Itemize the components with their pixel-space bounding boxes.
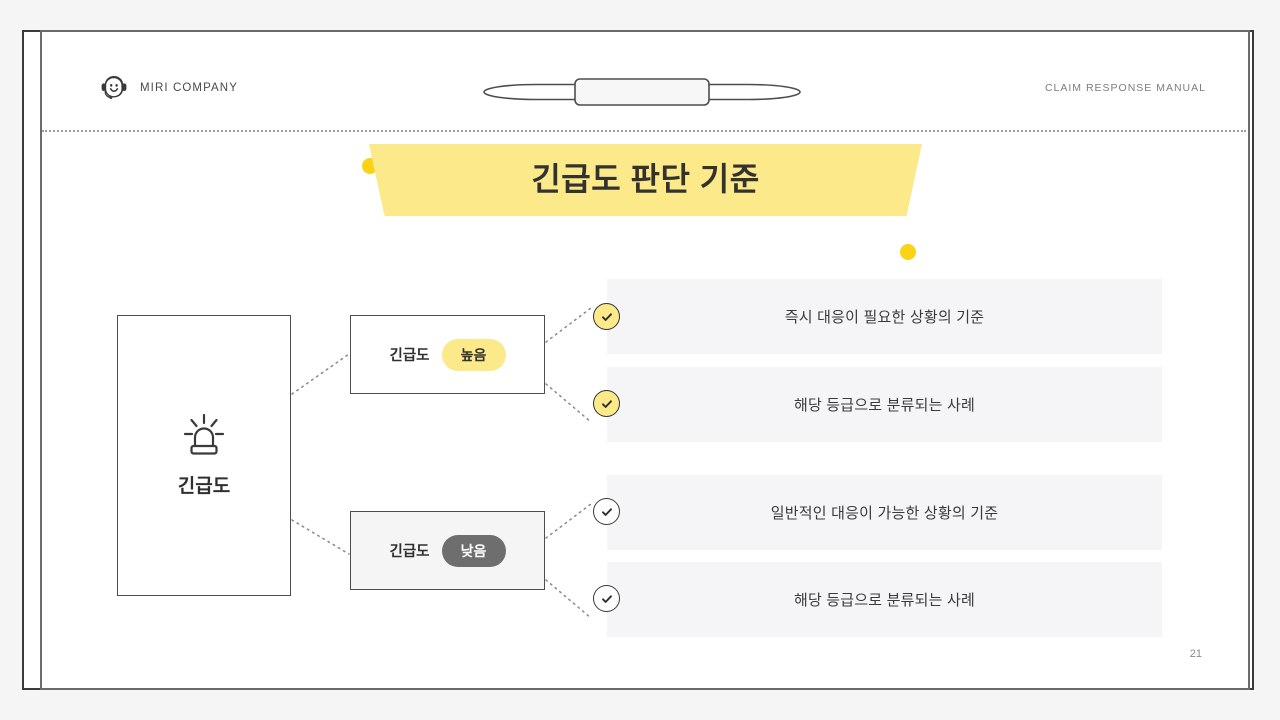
category-label: 긴급도 [177, 476, 231, 497]
level-badge-high: 높음 [441, 338, 506, 371]
detail-text: 즉시 대응이 필요한 상황의 기준 [784, 309, 985, 326]
detail-row[interactable]: 해당 등급으로 분류되는 사례 [607, 562, 1162, 637]
detail-row[interactable]: 즉시 대응이 필요한 상황의 기준 [607, 279, 1162, 354]
detail-text: 해당 등급으로 분류되는 사례 [793, 397, 976, 414]
level-badge-low: 낮음 [441, 534, 506, 567]
title-banner: 긴급도 판단 기준 [369, 144, 922, 216]
detail-text: 해당 등급으로 분류되는 사례 [793, 592, 976, 609]
detail-row[interactable]: 해당 등급으로 분류되는 사례 [607, 367, 1162, 442]
siren-light-icon [180, 413, 228, 457]
page-title: 긴급도 판단 기준 [531, 161, 760, 197]
level-box-low[interactable]: 긴급도 낮음 [350, 511, 545, 590]
title-dot-bottom-right [900, 244, 916, 260]
level-name-low: 긴급도 [389, 544, 430, 560]
level-name-high: 긴급도 [389, 348, 430, 364]
detail-row[interactable]: 일반적인 대응이 가능한 상황의 기준 [607, 475, 1162, 550]
check-circle-icon [593, 585, 620, 612]
level-box-high[interactable]: 긴급도 높음 [350, 315, 545, 394]
brand-lockup: MIRI COMPANY [98, 72, 238, 104]
check-circle-icon [593, 390, 620, 417]
check-circle-icon [593, 498, 620, 525]
slide-canvas: MIRI COMPANY CLAIM RESPONSE MANUAL 긴급도 판… [42, 32, 1248, 688]
title-block: 긴급도 판단 기준 [352, 132, 922, 260]
category-card[interactable]: 긴급도 [117, 315, 291, 596]
header-divider [42, 130, 1246, 132]
detail-text: 일반적인 대응이 가능한 상황의 기준 [770, 505, 999, 522]
ribbon-banner-ornament [482, 76, 802, 113]
headset-agent-icon [98, 72, 130, 104]
page-number: 21 [1189, 648, 1202, 660]
check-circle-icon [593, 303, 620, 330]
brand-name: MIRI COMPANY [140, 82, 238, 94]
document-label: CLAIM RESPONSE MANUAL [1044, 82, 1206, 94]
